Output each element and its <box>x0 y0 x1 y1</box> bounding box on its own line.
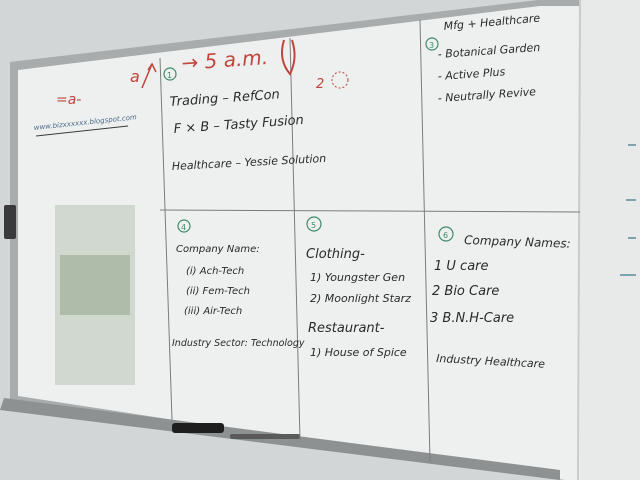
panel5-title-2: Restaurant- <box>308 321 385 336</box>
panel6-item-2: 2 Bio Care <box>432 284 499 299</box>
panel5-item-1: 1) Youngster Gen <box>310 271 405 284</box>
wall-bracket <box>4 205 16 239</box>
panel4-item-1: (i) Ach-Tech <box>186 266 244 277</box>
panel-5: 5 Clothing- 1) Youngster Gen 2) Moonligh… <box>306 216 411 359</box>
panel6-footer: Industry Healthcare <box>436 352 546 371</box>
svg-text:5: 5 <box>311 221 316 230</box>
panel6-item-1: 1 U care <box>434 259 489 274</box>
panel4-item-3: (iii) Air-Tech <box>184 306 242 317</box>
panel-4: 4 Company Name: (i) Ach-Tech (ii) Fem-Te… <box>172 219 305 349</box>
panel-6: 6 Company Names: 1 U care 2 Bio Care 3 B… <box>430 226 571 371</box>
note-arrow-label: a <box>130 67 140 86</box>
marker <box>230 434 300 439</box>
panel4-title: Company Name: <box>176 244 260 255</box>
panel6-item-3: 3 B.N.H-Care <box>430 311 514 326</box>
board-right-edge <box>580 0 640 480</box>
panel4-footer: Industry Sector: Technology <box>172 338 305 349</box>
whiteboard-surface <box>18 6 600 480</box>
panel-2: 2 <box>316 71 349 92</box>
panel5-item-2: 2) Moonlight Starz <box>310 292 411 305</box>
panel5-title: Clothing- <box>306 247 365 262</box>
board-grid <box>159 19 581 463</box>
svg-text:6: 6 <box>443 231 448 240</box>
svg-text:4: 4 <box>181 223 186 232</box>
svg-text:3: 3 <box>429 41 434 50</box>
panel6-title: Company Names: <box>464 233 571 251</box>
red-arrow-icon <box>281 39 296 76</box>
eraser <box>172 423 224 433</box>
panel3-item-2: - Active Plus <box>437 65 506 83</box>
panel4-item-2: (ii) Fem-Tech <box>186 286 250 297</box>
note-eq: =a- <box>56 92 81 108</box>
svg-text:1: 1 <box>167 71 172 80</box>
right-ticks <box>620 144 636 276</box>
svg-text:2: 2 <box>316 77 324 92</box>
panel5-item-3: 1) House of Spice <box>310 346 407 359</box>
